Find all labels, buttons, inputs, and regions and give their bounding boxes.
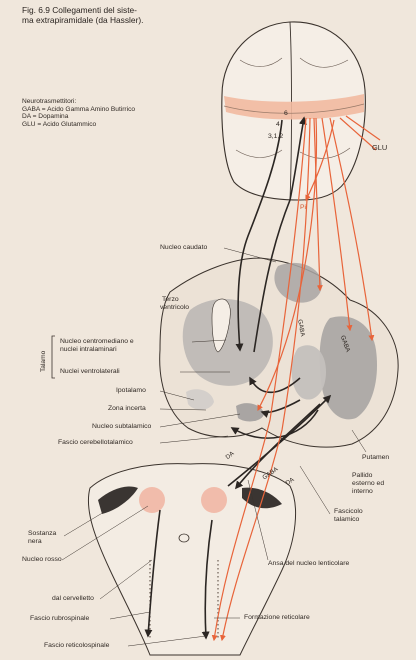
- legend-da: DA = Dopamina: [22, 113, 135, 121]
- label-terzo-ventricolo-1: Terzo: [162, 296, 179, 304]
- label-zona-incerta: Zona incerta: [108, 405, 146, 413]
- label-centromediano-2: nuclei intralaminari: [60, 346, 117, 354]
- label-talamo: Talamo: [40, 351, 47, 372]
- label-ventrolaterali: Nuclei ventrolaterali: [60, 368, 120, 376]
- label-pallido-3: interno: [352, 488, 373, 496]
- cortex-section: [222, 22, 366, 200]
- caption-line-1: Fig. 6.9 Collegamenti del siste-: [22, 5, 143, 15]
- label-rubrospinale: Fascio rubrospinale: [30, 615, 89, 623]
- pallidum-shape: [292, 345, 326, 399]
- caption-line-2: ma extrapiramidale (da Hassler).: [22, 15, 143, 25]
- label-glu: GLU: [372, 144, 387, 152]
- basal-ganglia-section: [160, 258, 398, 447]
- label-area-312: 3,1,2: [268, 133, 283, 141]
- label-dal-cervelletto: dal cervelletto: [52, 595, 94, 603]
- label-sostanza-1: Sostanza: [28, 530, 56, 538]
- legend-gaba: GABA = Acido Gamma Amino Butirrico: [22, 106, 135, 114]
- putamen-shape: [320, 316, 377, 419]
- label-fascicolo-2: talamico: [334, 516, 359, 524]
- label-reticolospinale: Fascio reticolospinale: [44, 642, 109, 650]
- label-pallido-1: Pallido: [352, 472, 372, 480]
- figure-caption: Fig. 6.9 Collegamenti del siste- ma extr…: [22, 5, 143, 25]
- label-terzo-ventricolo-2: ventricolo: [160, 304, 189, 312]
- red-nucleus-right: [201, 487, 227, 513]
- label-formazione: Formazione reticolare: [244, 614, 310, 622]
- label-ansa: Ansa del nucleo lenticolare: [268, 560, 349, 568]
- label-nucleo-caudato: Nucleo caudato: [160, 244, 207, 252]
- label-subtalamico: Nucleo subtalamico: [92, 423, 151, 431]
- label-fascicolo-1: Fascicolo: [334, 508, 363, 516]
- legend-title: Neurotrasmettitori:: [22, 98, 135, 106]
- label-putamen: Putamen: [362, 454, 389, 462]
- label-pi: Pi: [300, 204, 306, 212]
- label-ipotalamo: Ipotalamo: [116, 387, 146, 395]
- label-area-4: 4: [276, 121, 280, 129]
- label-nucleo-rosso: Nucleo rosso: [22, 556, 62, 564]
- label-area-6: 6: [284, 110, 288, 118]
- label-sostanza-2: nera: [28, 538, 42, 546]
- legend-glu: GLU = Acido Glutammico: [22, 121, 135, 129]
- neurotransmitter-legend: Neurotrasmettitori: GABA = Acido Gamma A…: [22, 98, 135, 128]
- talamo-bracket: [52, 336, 55, 378]
- label-pallido-2: esterno ed: [352, 480, 384, 488]
- label-cerebellotalamico: Fascio cerebellotalamico: [58, 439, 133, 447]
- label-centromediano-1: Nucleo centromediano e: [60, 338, 134, 346]
